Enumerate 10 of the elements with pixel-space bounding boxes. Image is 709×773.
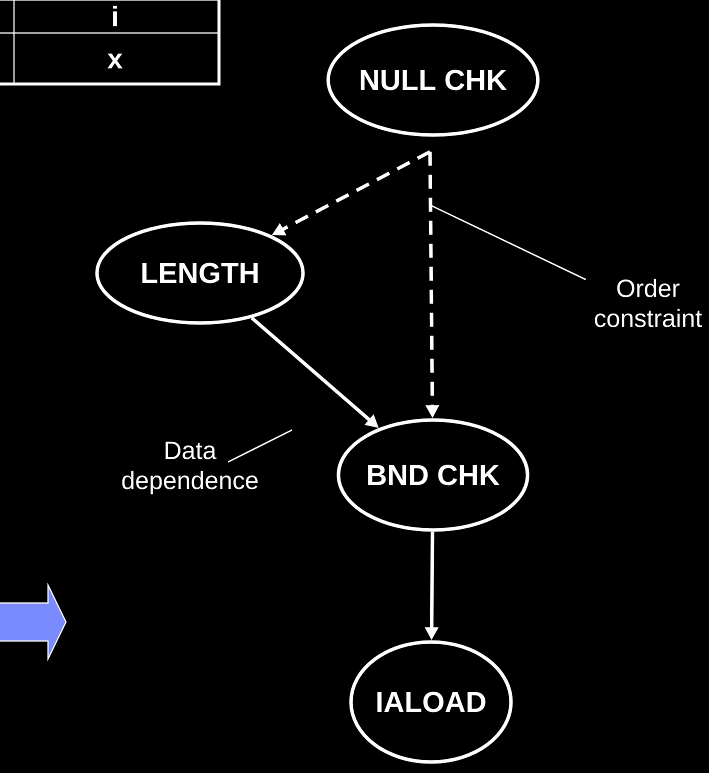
- leader-label: Data dependence: [122, 442, 258, 494]
- table-cell: i: [113, 6, 117, 26]
- leader-label: Order constraint: [594, 278, 702, 328]
- ellipse-node: IALOAD: [349, 640, 513, 764]
- table-cell: x: [107, 54, 123, 68]
- ellipse-node: NULL CHK: [326, 23, 540, 137]
- ellipse-node: LENGTH: [95, 221, 305, 325]
- ellipse-node: BND CHK: [336, 418, 530, 532]
- leader-line: [430, 204, 586, 280]
- leader-line: [228, 429, 292, 463]
